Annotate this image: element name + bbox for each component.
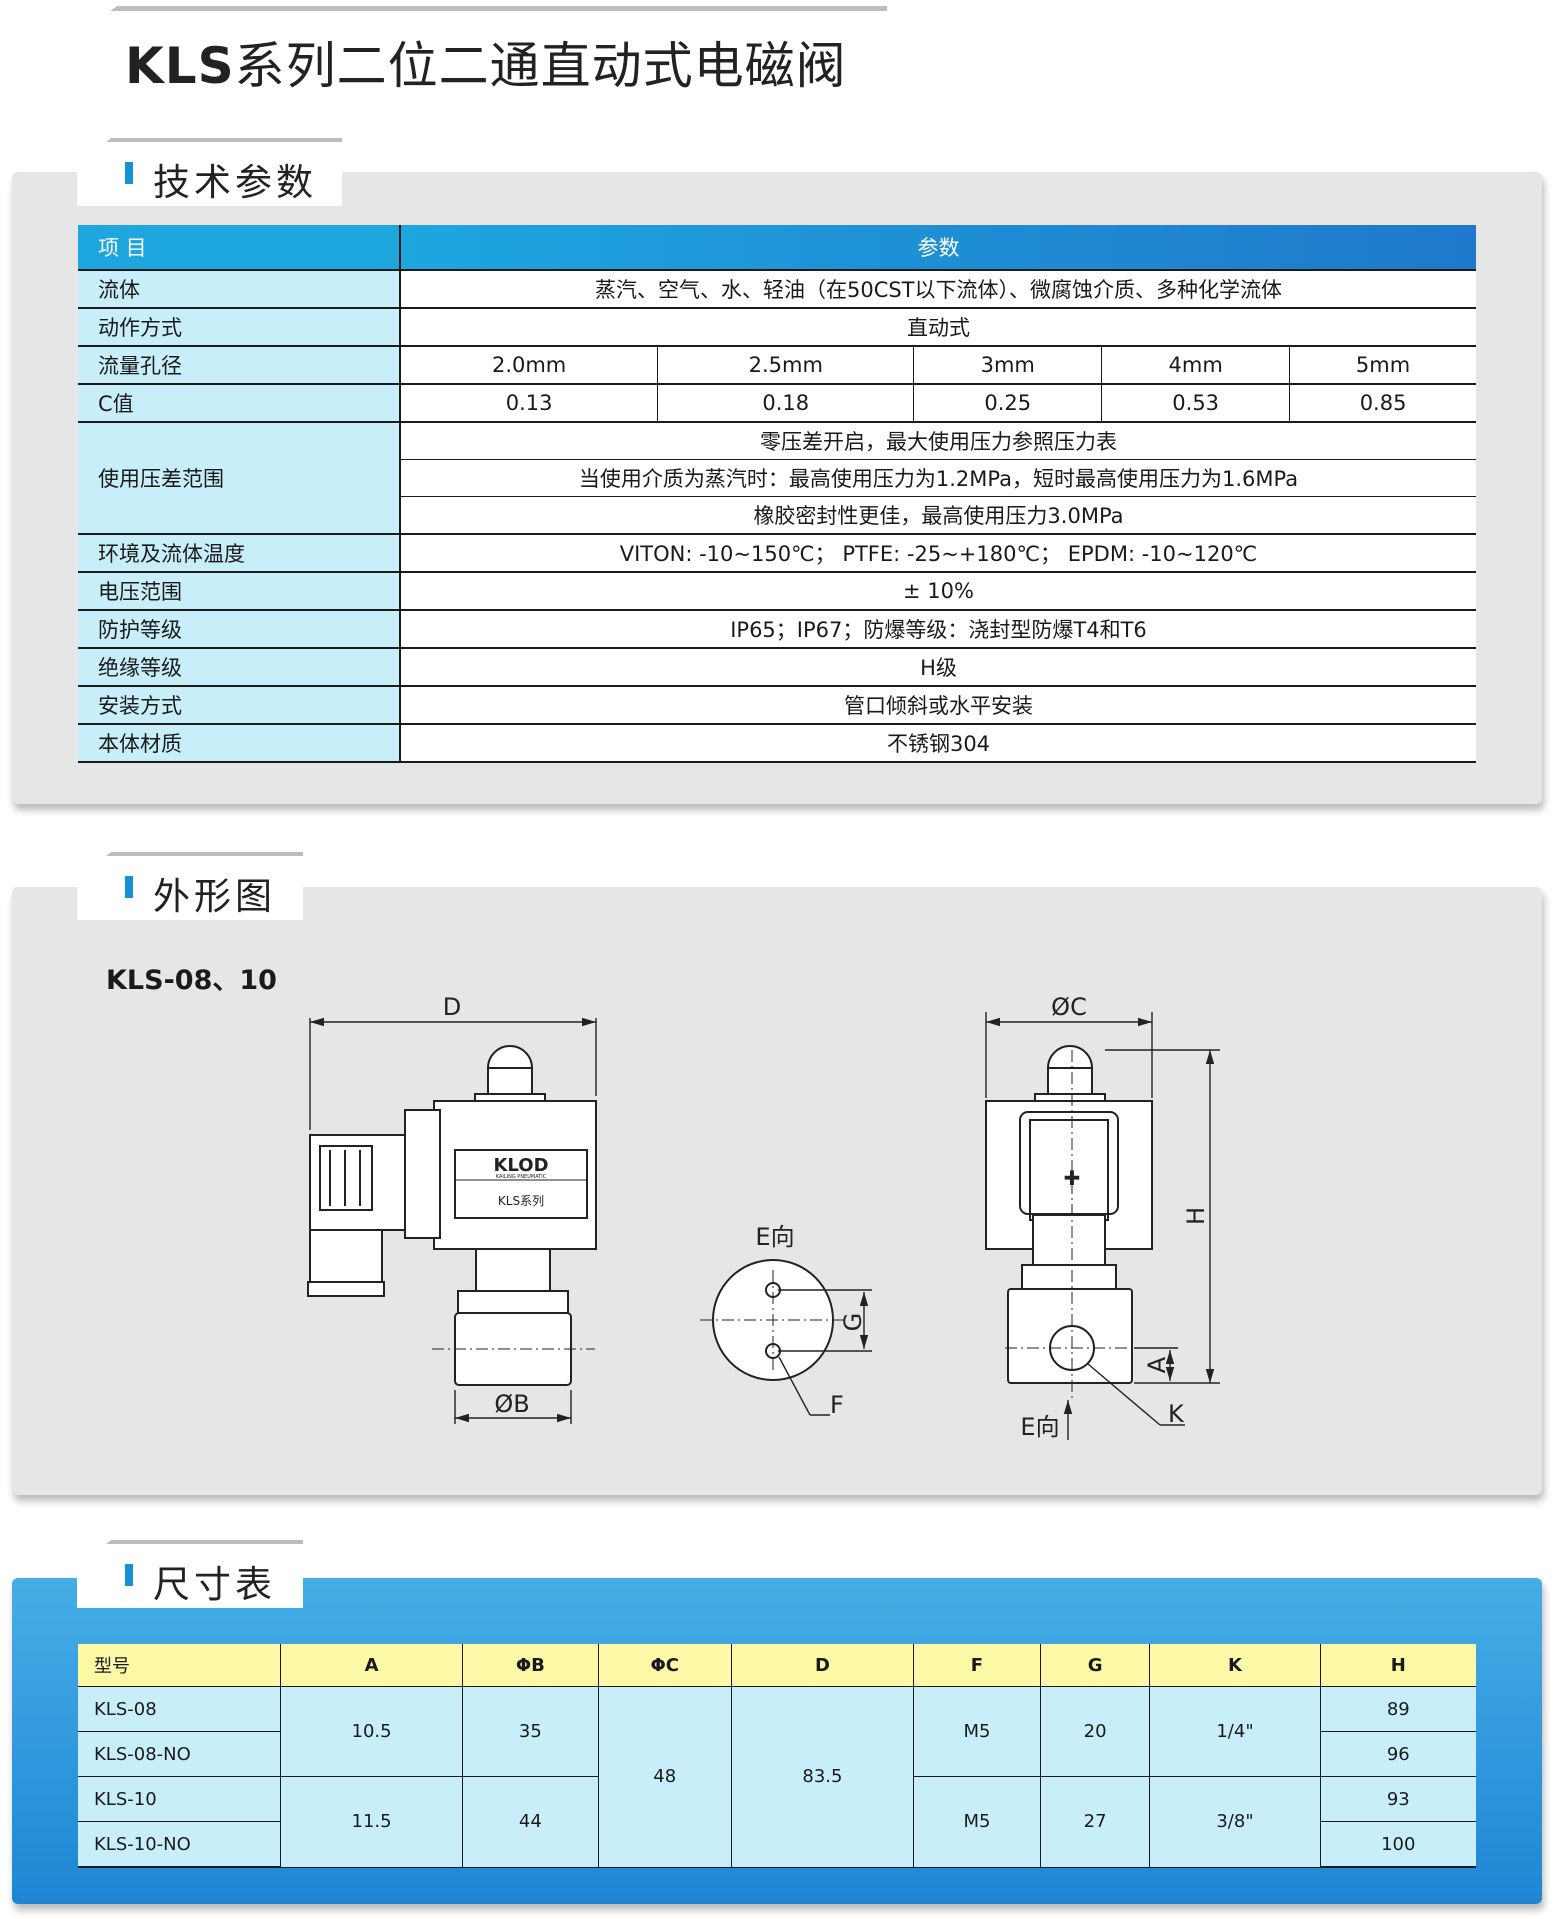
table-row: KLS-10 11.5 44 M5 27 3/8" 93 <box>78 1776 1476 1868</box>
outline-model-label: KLS-08、10 <box>106 965 277 996</box>
section-marker <box>125 162 133 184</box>
dim-label-h: H <box>1182 1207 1210 1225</box>
coil-series: KLS系列 <box>498 1194 544 1208</box>
table-row: C值 0.13 0.18 0.25 0.53 0.85 <box>78 384 1476 423</box>
side-view <box>985 1045 1153 1400</box>
outline-drawing: ✚ KLOD KAILING PNEUMATIC KLS系列 D ØB ØC H… <box>307 993 1220 1441</box>
outline-panel <box>12 887 1542 1495</box>
section-marker <box>125 1564 133 1586</box>
table-row: 电压范围 ± 10% <box>78 572 1476 611</box>
coil-logo-sub: KAILING PNEUMATIC <box>496 1174 547 1180</box>
table-row: 安装方式 管口倾斜或水平安装 <box>78 686 1476 725</box>
dim-label-d: D <box>443 993 461 1021</box>
e-view-label: E向 <box>755 1223 794 1251</box>
page-title: KLS系列二位二通直动式电磁阀 <box>125 37 847 95</box>
table-row: 橡胶密封性更佳，最高使用压力3.0MPa <box>78 496 1476 535</box>
dims-header-row: 型号 A ΦB ΦC D F G K H <box>78 1644 1476 1687</box>
table-row: 流量孔径 2.0mm 2.5mm 3mm 4mm 5mm <box>78 346 1476 385</box>
section-title-specs: 技术参数 <box>153 161 317 204</box>
spec-table: 项 目 参数 流体 蒸汽、空气、水、轻油（在50CST以下流体）、微腐蚀介质、多… <box>78 225 1476 763</box>
table-row: 绝缘等级 H级 <box>78 648 1476 687</box>
dim-label-c: ØC <box>1051 993 1087 1021</box>
dimensions-section-tab: 尺寸表 <box>77 1540 303 1608</box>
header-item: 项 目 <box>78 225 401 271</box>
spec-header-row: 项 目 参数 <box>78 225 1476 271</box>
dim-label-g: G <box>839 1313 867 1332</box>
table-row: 动作方式 直动式 <box>78 308 1476 347</box>
title-tab <box>77 6 887 105</box>
coil-logo: KLOD <box>493 1155 548 1176</box>
e-view <box>700 1259 846 1381</box>
dim-label-f: F <box>830 1391 844 1419</box>
section-title-dimensions: 尺寸表 <box>153 1563 276 1606</box>
section-title-outline: 外形图 <box>153 875 276 918</box>
plus-icon: ✚ <box>1064 1166 1081 1190</box>
dim-label-k: K <box>1168 1400 1185 1428</box>
e-direction-label: E向 <box>1020 1413 1059 1441</box>
front-view <box>307 1045 597 1386</box>
table-row: 使用压差范围 零压差开启，最大使用压力参照压力表 <box>78 422 1476 535</box>
dimensions-table: 型号 A ΦB ΦC D F G K H KLS-08 10.5 35 48 8… <box>78 1644 1476 1868</box>
table-row: 当使用介质为蒸汽时：最高使用压力为1.2MPa，短时最高使用压力为1.6MPa <box>78 459 1476 497</box>
table-row: 环境及流体温度 VITON: -10~150℃； PTFE: -25~+180℃… <box>78 534 1476 573</box>
header-param: 参数 <box>400 225 1476 271</box>
table-row: 本体材质 不锈钢304 <box>78 724 1476 763</box>
table-row: KLS-08-NO 96 <box>78 1731 1476 1777</box>
dim-label-b: ØB <box>494 1390 529 1418</box>
section-marker <box>125 876 133 898</box>
table-row: KLS-10-NO 100 <box>78 1821 1476 1868</box>
table-row: 流体 蒸汽、空气、水、轻油（在50CST以下流体）、微腐蚀介质、多种化学流体 <box>78 270 1476 309</box>
dim-label-a: A <box>1143 1356 1171 1373</box>
table-row: 防护等级 IP65；IP67；防爆等级：浇封型防爆T4和T6 <box>78 610 1476 649</box>
specs-section-tab: 技术参数 <box>77 138 342 206</box>
table-row: KLS-08 10.5 35 48 83.5 M5 20 1/4" 89 <box>78 1686 1476 1868</box>
outline-section-tab: 外形图 <box>77 852 303 920</box>
